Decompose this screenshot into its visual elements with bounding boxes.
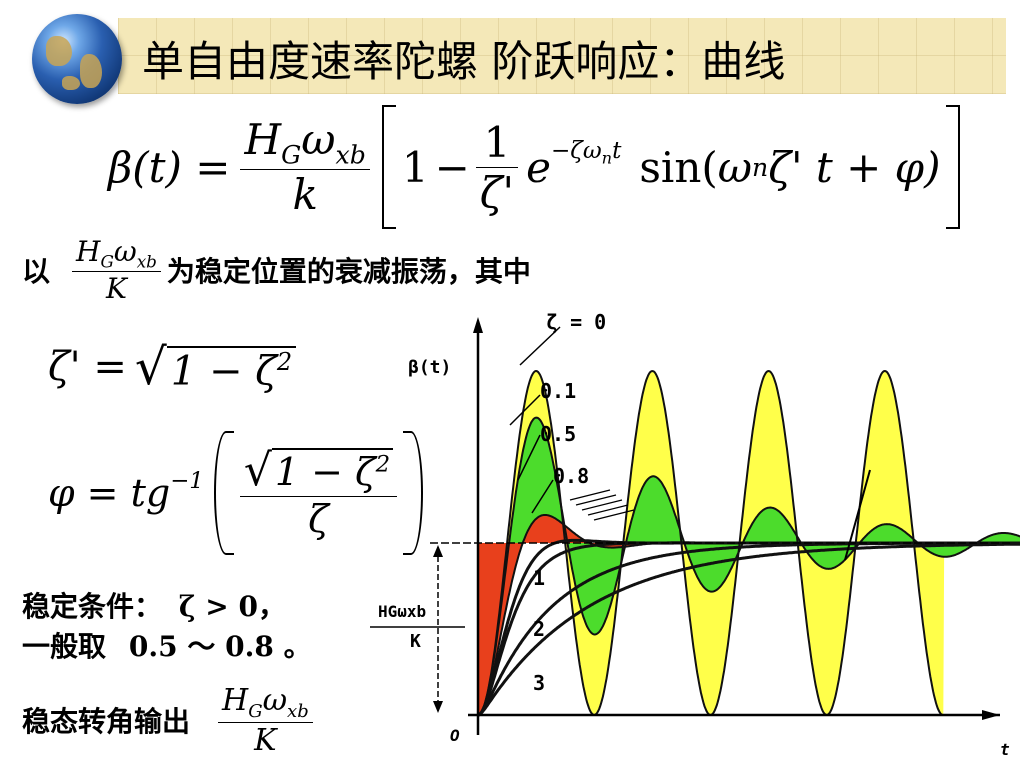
left-paren: [213, 431, 234, 555]
phi-formula: φ = tg −1 √1 − ζ2 ζ: [48, 428, 424, 558]
title-bar: [118, 18, 1006, 94]
page-title: 单自由度速率陀螺 阶跃响应：曲线: [142, 37, 786, 86]
annotation-0.5: 0.5: [540, 422, 576, 446]
formula-lhs: β(t) =: [108, 142, 231, 192]
hatch-mark: [587, 504, 629, 516]
leader-line: [517, 434, 541, 481]
leader-line: [509, 394, 541, 426]
hatch-mark: [569, 489, 611, 501]
annotation-3: 3: [533, 671, 545, 695]
y-axis-arrow: [473, 317, 483, 333]
left-bracket: [381, 105, 396, 229]
stability-condition: 稳定条件： ζ > 0，: [22, 590, 286, 623]
inner-fraction: 1 ζ': [475, 118, 519, 217]
hatch-mark: [593, 509, 635, 521]
annotation-2: 2: [533, 617, 545, 641]
gain-fraction: HGωxb k: [240, 115, 370, 219]
hatch-mark: [581, 499, 623, 511]
x-axis-label: t: [1000, 740, 1010, 759]
leader-line: [531, 479, 554, 514]
level-arrow-down: [433, 701, 443, 713]
annotation-0.8: 0.8: [553, 464, 589, 488]
annotation-0.1: 0.1: [540, 379, 576, 403]
level-label-denominator: K: [410, 631, 421, 652]
leader-line: [519, 326, 561, 366]
level-label-numerator: HGωxb: [378, 602, 426, 621]
series-line-3: [477, 542, 1020, 717]
x-axis-arrow: [982, 710, 1000, 720]
hatch-mark: [575, 494, 617, 506]
pointer-line: [844, 469, 871, 561]
level-arrow-up: [433, 545, 443, 557]
oscillation-line: 以 HGωxb K 为稳定位置的衰减振荡，其中: [22, 234, 531, 306]
y-axis-label: β(t): [408, 357, 451, 378]
series-fill-zeta-0.1: [478, 417, 1020, 715]
globe-icon: [32, 14, 122, 104]
typical-range: 一般取 0.5 ～ 0.8 。: [22, 630, 312, 663]
annotation-ζ=0: ζ = 0: [546, 310, 606, 334]
zeta-prime-formula: ζ' = √ 1 − ζ2: [48, 338, 297, 396]
steady-state-output: 稳态转角输出 HGωxb K: [22, 672, 313, 768]
annotation-1: 1: [533, 566, 545, 590]
origin-label: O: [450, 726, 460, 745]
right-bracket: [946, 105, 961, 229]
